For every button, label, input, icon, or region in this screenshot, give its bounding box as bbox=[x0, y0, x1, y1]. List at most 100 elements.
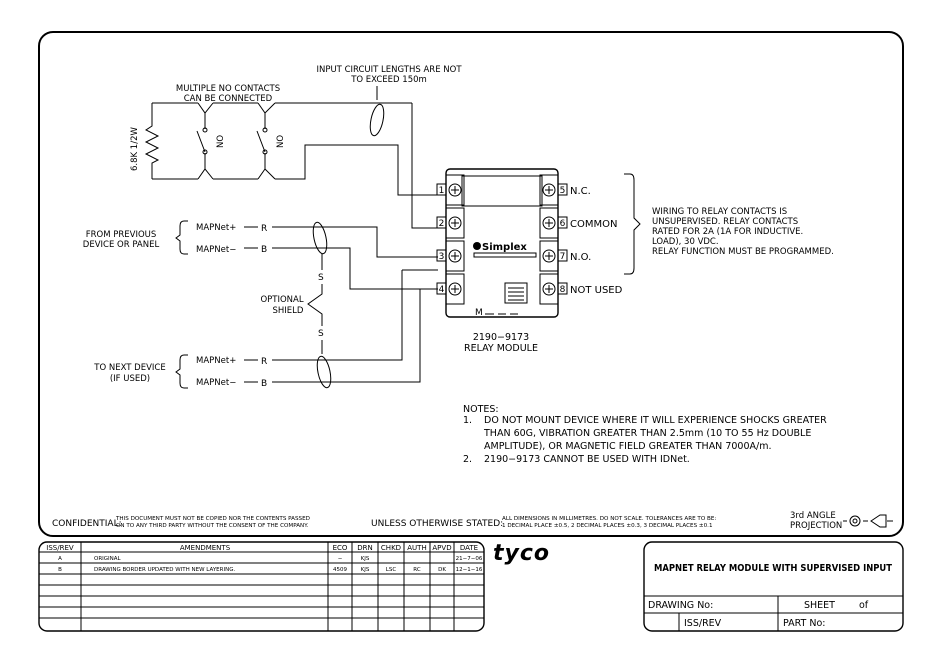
dims-text-line2: 1 DECIMAL PLACE ±0.5, 2 DECIMAL PLACES ±… bbox=[502, 523, 713, 529]
rev-b-chkd: LSC bbox=[386, 567, 397, 573]
terminal-6: 6 bbox=[560, 219, 566, 229]
rev-header-eco: ECO bbox=[333, 544, 348, 552]
projection-line2: PROJECTION bbox=[790, 521, 842, 531]
rev-header-drn: DRN bbox=[357, 544, 373, 552]
relay-note-line4: LOAD), 30 VDC. bbox=[652, 237, 719, 247]
rev-a-date: 21−7−06 bbox=[456, 556, 483, 562]
to-next-line1: TO NEXT DEVICE bbox=[93, 363, 165, 373]
revision-table: ISS/REV AMENDMENTS ECO DRN CHKD AUTH APV… bbox=[38, 541, 485, 632]
relay-note: WIRING TO RELAY CONTACTS IS UNSUPERVISED… bbox=[624, 173, 834, 275]
drawing-title: MAPNET RELAY MODULE WITH SUPERVISED INPU… bbox=[654, 563, 892, 574]
projection-line1: 3rd ANGLE bbox=[790, 511, 836, 521]
rev-b-auth: RC bbox=[413, 567, 421, 573]
confidential-text-line1: THIS DOCUMENT MUST NOT BE COPIED NOR THE… bbox=[115, 516, 310, 522]
rev-a-amendment: ORIGINAL bbox=[94, 556, 122, 562]
next-mapnet-plus: MAPNet+ bbox=[196, 356, 236, 366]
tyco-logo: tyco bbox=[493, 541, 550, 566]
drawing-no-label: DRAWING No: bbox=[648, 600, 713, 611]
iss-rev-label: ISS/REV bbox=[684, 618, 722, 629]
terminal-7-label: N.O. bbox=[570, 252, 591, 263]
relay-note-line3: RATED FOR 2A (1A FOR INDUCTIVE. bbox=[652, 227, 803, 237]
confidential-text-line2: ON TO ANY THIRD PARTY WITHOUT THE CONSEN… bbox=[116, 523, 309, 529]
next-wire-r: R bbox=[261, 357, 267, 367]
rev-a-eco: − bbox=[338, 556, 343, 562]
sheet-label: SHEET bbox=[804, 600, 835, 611]
contacts-title-line1: MULTIPLE NO CONTACTS bbox=[176, 84, 280, 94]
rev-header-chkd: CHKD bbox=[381, 544, 401, 552]
from-previous-line2: DEVICE OR PANEL bbox=[83, 240, 160, 250]
terminal-1: 1 bbox=[439, 186, 445, 196]
simplex-logo: Simplex bbox=[482, 242, 527, 253]
address-switch bbox=[504, 282, 528, 304]
note-2-line1: 2190−9173 CANNOT BE USED WITH IDNet. bbox=[484, 454, 690, 465]
to-next-line2: (IF USED) bbox=[110, 374, 150, 384]
terminal-5-label: N.C. bbox=[570, 186, 591, 197]
prev-mapnet-plus: MAPNet+ bbox=[196, 223, 236, 233]
notes-title: NOTES: bbox=[463, 404, 499, 415]
screw-heads bbox=[448, 183, 556, 296]
unless-stated: UNLESS OTHERWISE STATED: bbox=[371, 519, 503, 529]
circuit-length-note-line1: INPUT CIRCUIT LENGTHS ARE NOT bbox=[316, 65, 462, 75]
terminal-6-label: COMMON bbox=[570, 219, 617, 230]
relay-note-line5: RELAY FUNCTION MUST BE PROGRAMMED. bbox=[652, 247, 834, 257]
drawing-border bbox=[38, 31, 904, 537]
terminal-8-label: NOT USED bbox=[570, 285, 623, 296]
footer-strip: CONFIDENTIAL: THIS DOCUMENT MUST NOT BE … bbox=[52, 511, 893, 531]
rev-b-apvd: DK bbox=[438, 567, 446, 573]
rev-b-amendment: DRAWING BORDER UPDATED WITH NEW LAYERING… bbox=[94, 567, 235, 573]
rev-b-eco: 4509 bbox=[333, 567, 347, 573]
rev-b-drn: KJS bbox=[361, 567, 370, 573]
of-label: of bbox=[859, 600, 869, 611]
terminal-4: 4 bbox=[439, 285, 445, 295]
prev-wire-r: R bbox=[261, 224, 267, 234]
terminal-8: 8 bbox=[560, 285, 566, 295]
contact-loop: 6.8K 1/2W NO NO MULTIPLE NO CONTACTS CAN… bbox=[130, 65, 462, 229]
shield-s-upper: S bbox=[318, 273, 324, 283]
prev-wire-b: B bbox=[261, 245, 267, 255]
rev-header-apvd: APVD bbox=[432, 544, 451, 552]
relay-note-line1: WIRING TO RELAY CONTACTS IS bbox=[652, 207, 787, 217]
simplex-logo-mark bbox=[473, 242, 481, 250]
next-mapnet-minus: MAPNet− bbox=[196, 378, 236, 388]
rev-b-date: 12−1−16 bbox=[456, 567, 483, 573]
resistor-label: 6.8K 1/2W bbox=[130, 127, 140, 171]
projection-symbol-icon bbox=[843, 514, 893, 528]
module-part-number: 2190−9173 bbox=[473, 332, 529, 343]
rev-b-iss: B bbox=[58, 567, 62, 573]
note-1-line3: AMPLITUDE), OR MAGNETIC FIELD GREATER TH… bbox=[484, 441, 771, 452]
rev-a-iss: A bbox=[58, 556, 62, 562]
shield-s-lower: S bbox=[318, 329, 324, 339]
rev-header-auth: AUTH bbox=[407, 544, 426, 552]
optional-shield-line2: SHIELD bbox=[273, 306, 304, 316]
relay-module: 1 2 3 4 5 6 7 8 N.C. COMMON N.O. NOT USE… bbox=[436, 168, 623, 354]
rev-header-amendments: AMENDMENTS bbox=[180, 544, 231, 552]
confidential-label: CONFIDENTIAL: bbox=[52, 519, 122, 529]
contact-2-label: NO bbox=[276, 135, 286, 148]
part-no-label: PART No: bbox=[783, 618, 825, 629]
optional-shield-line1: OPTIONAL bbox=[260, 295, 303, 305]
note-1-line1: DO NOT MOUNT DEVICE WHERE IT WILL EXPERI… bbox=[484, 415, 827, 426]
terminal-3: 3 bbox=[439, 252, 445, 262]
module-marking: M bbox=[475, 308, 483, 318]
contact-1-label: NO bbox=[216, 135, 226, 148]
rev-header-date: DATE bbox=[460, 544, 478, 552]
module-name: RELAY MODULE bbox=[464, 343, 538, 354]
terminal-2: 2 bbox=[439, 219, 445, 229]
dims-text-line1: ALL DIMENSIONS IN MILLIMETRES. DO NOT SC… bbox=[502, 516, 716, 522]
rev-header-iss: ISS/REV bbox=[46, 544, 74, 552]
from-previous-line1: FROM PREVIOUS bbox=[86, 230, 157, 240]
terminal-5: 5 bbox=[560, 186, 566, 196]
contacts-title-line2: CAN BE CONNECTED bbox=[184, 94, 273, 104]
terminal-7: 7 bbox=[560, 252, 566, 262]
relay-note-line2: UNSUPERVISED. RELAY CONTACTS bbox=[652, 217, 798, 227]
mapnet-wiring: FROM PREVIOUS DEVICE OR PANEL MAPNet+ MA… bbox=[83, 220, 438, 389]
note-1-line2: THAN 60G, VIBRATION GREATER THAN 2.5mm (… bbox=[483, 428, 811, 439]
next-wire-b: B bbox=[261, 379, 267, 389]
circuit-length-note-line2: TO EXCEED 150m bbox=[350, 75, 427, 85]
note-1-number: 1. bbox=[463, 415, 472, 426]
note-2-number: 2. bbox=[463, 454, 472, 465]
title-block: MAPNET RELAY MODULE WITH SUPERVISED INPU… bbox=[643, 541, 904, 632]
prev-mapnet-minus: MAPNet− bbox=[196, 245, 236, 255]
general-notes: NOTES: 1. DO NOT MOUNT DEVICE WHERE IT W… bbox=[463, 404, 827, 465]
